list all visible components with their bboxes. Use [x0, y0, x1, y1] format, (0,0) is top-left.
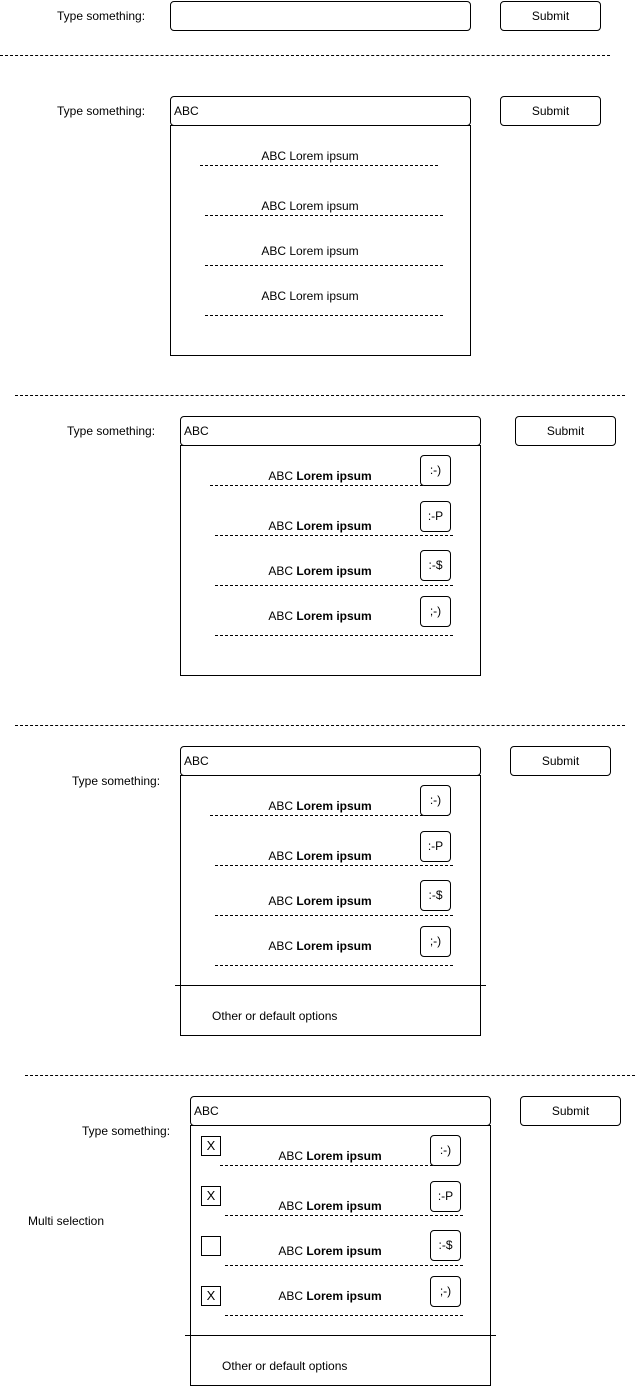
suggestion-item[interactable]: ABC Lorem ipsum [268, 519, 372, 533]
type-something-label: Type something: [57, 104, 146, 118]
section-divider [15, 725, 625, 726]
footer-separator [185, 1335, 496, 1336]
submit-button[interactable]: Submit [520, 1096, 621, 1126]
default-options-item[interactable]: Other or default options [212, 1009, 338, 1023]
item-separator [210, 485, 448, 486]
emoticon-button[interactable]: :-P [420, 501, 451, 532]
emoticon-button[interactable]: :-$ [420, 550, 451, 581]
suggestion-item[interactable]: ABC Lorem ipsum [261, 289, 359, 303]
search-input[interactable] [170, 1, 471, 31]
emoticon-button[interactable]: :-) [430, 1135, 461, 1166]
item-separator [225, 1215, 463, 1216]
emoticon-button[interactable]: ;-) [420, 596, 451, 627]
submit-button[interactable]: Submit [500, 1, 601, 31]
suggestion-item[interactable]: ABC Lorem ipsum [268, 849, 372, 863]
item-checkbox[interactable]: X [201, 1136, 221, 1156]
suggestion-item[interactable]: ABC Lorem ipsum [278, 1149, 382, 1163]
type-something-label: Type something: [67, 424, 156, 438]
item-checkbox[interactable]: X [201, 1286, 221, 1306]
item-separator [210, 815, 448, 816]
section-divider [15, 395, 625, 396]
suggestion-item[interactable]: ABC Lorem ipsum [261, 149, 359, 163]
emoticon-button[interactable]: :-) [420, 455, 451, 486]
suggestion-item[interactable]: ABC Lorem ipsum [261, 199, 359, 213]
emoticon-button[interactable]: ;-) [420, 926, 451, 957]
search-input[interactable]: ABC [180, 416, 481, 446]
item-separator [225, 1265, 463, 1266]
emoticon-button[interactable]: :-P [430, 1181, 461, 1212]
item-separator [205, 315, 443, 316]
suggestion-dropdown [170, 125, 471, 356]
suggestion-item[interactable]: ABC Lorem ipsum [268, 564, 372, 578]
submit-button[interactable]: Submit [510, 746, 611, 776]
suggestion-item[interactable]: ABC Lorem ipsum [268, 469, 372, 483]
suggestion-item[interactable]: ABC Lorem ipsum [278, 1199, 382, 1213]
suggestion-item[interactable]: ABC Lorem ipsum [278, 1289, 382, 1303]
suggestion-item[interactable]: ABC Lorem ipsum [268, 894, 372, 908]
item-separator [200, 165, 438, 166]
item-separator [215, 865, 453, 866]
emoticon-button[interactable]: :-) [420, 785, 451, 816]
search-input[interactable]: ABC [190, 1096, 491, 1126]
multi-selection-label: Multi selection [28, 1214, 105, 1228]
emoticon-button[interactable]: :-P [420, 831, 451, 862]
default-options-item[interactable]: Other or default options [222, 1359, 348, 1373]
emoticon-button[interactable]: :-$ [430, 1230, 461, 1261]
emoticon-button[interactable]: ;-) [430, 1276, 461, 1307]
footer-separator [175, 985, 486, 986]
submit-button[interactable]: Submit [500, 96, 601, 126]
submit-button[interactable]: Submit [515, 416, 616, 446]
item-checkbox[interactable]: X [201, 1186, 221, 1206]
item-separator [205, 215, 443, 216]
item-separator [220, 1165, 458, 1166]
suggestion-item[interactable]: ABC Lorem ipsum [278, 1244, 382, 1258]
item-separator [215, 535, 453, 536]
item-separator [225, 1315, 463, 1316]
suggestion-item[interactable]: ABC Lorem ipsum [268, 799, 372, 813]
search-input[interactable]: ABC [180, 746, 481, 776]
search-input[interactable]: ABC [170, 96, 471, 126]
item-separator [215, 585, 453, 586]
suggestion-item[interactable]: ABC Lorem ipsum [268, 609, 372, 623]
item-separator [215, 635, 453, 636]
type-something-label: Type something: [82, 1124, 171, 1138]
item-separator [205, 265, 443, 266]
item-separator [215, 915, 453, 916]
item-separator [215, 965, 453, 966]
emoticon-button[interactable]: :-$ [420, 880, 451, 911]
type-something-label: Type something: [57, 9, 146, 23]
section-divider [25, 1075, 635, 1076]
type-something-label: Type something: [72, 774, 161, 788]
item-checkbox[interactable] [201, 1236, 221, 1256]
section-divider [0, 55, 610, 56]
suggestion-item[interactable]: ABC Lorem ipsum [268, 939, 372, 953]
suggestion-item[interactable]: ABC Lorem ipsum [261, 244, 359, 258]
